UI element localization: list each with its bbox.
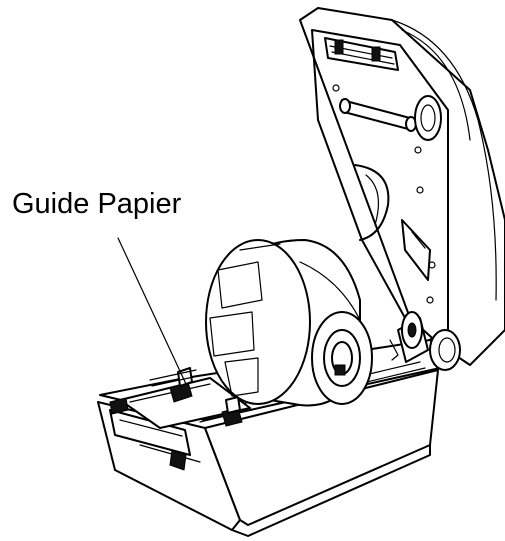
callout-leader-line bbox=[117, 237, 187, 385]
printer-lid bbox=[299, 7, 505, 366]
paper-guide bbox=[109, 367, 251, 471]
callout-label: Guide Papier bbox=[12, 188, 182, 220]
label-roll bbox=[205, 239, 373, 407]
roll-holder bbox=[389, 311, 461, 371]
